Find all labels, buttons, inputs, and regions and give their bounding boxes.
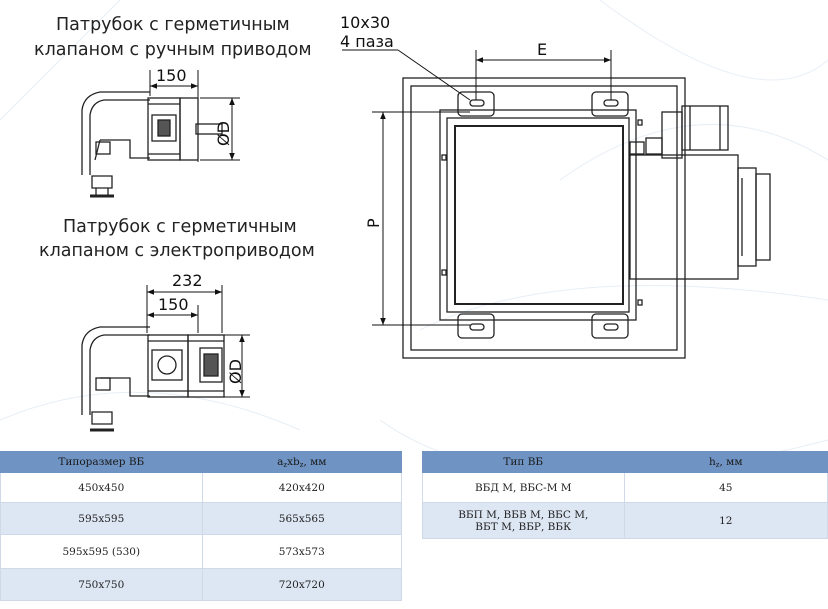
manual-length-label: 150 — [156, 66, 187, 85]
size-cell: 450x450 — [0, 472, 203, 503]
table-row: 595x595 565x565 — [0, 502, 403, 535]
table-row: ВБД М, ВБС-М М 45 — [422, 472, 828, 503]
electric-diameter-label: ØD — [226, 359, 245, 384]
front-view-drawing — [402, 77, 771, 359]
table-row: 750x750 720x720 — [0, 568, 403, 601]
slots-count-label: 4 паза — [340, 32, 394, 51]
type-table-col-type: Тип ВБ — [422, 451, 625, 473]
size-cell: 595x595 (530) — [0, 534, 203, 569]
manual-valve-caption-line2: клапаном с ручным приводом — [34, 40, 312, 60]
dims-cell: 573x573 — [201, 534, 403, 569]
table-row: ВБП М, ВБВ М, ВБС М, ВБТ М, ВБР, ВБК 12 — [422, 502, 828, 539]
size-cell: 595x595 — [0, 502, 203, 535]
table-row: 595x595 (530) 573x573 — [0, 534, 403, 569]
electric-valve-drawing — [81, 326, 225, 432]
p-dimension-label: P — [364, 218, 383, 228]
dims-cell: 420x420 — [201, 472, 403, 503]
electric-length-label: 150 — [158, 295, 189, 314]
front-view-dimensions — [342, 49, 612, 326]
size-table-header: Типоразмер ВБ azxbz, мм — [0, 451, 403, 473]
type-cell: ВБД М, ВБС-М М — [422, 472, 625, 503]
electric-valve-caption-line1: Патрубок с герметичным — [63, 217, 297, 237]
dims-cell: 565x565 — [201, 502, 403, 535]
value-cell: 12 — [623, 502, 828, 539]
dims-cell: 720x720 — [201, 568, 403, 601]
size-cell: 750x750 — [0, 568, 203, 601]
manual-dimensions — [149, 70, 240, 161]
manual-diameter-label: ØD — [214, 121, 233, 146]
e-dimension-label: E — [537, 40, 548, 59]
manual-valve-caption-line1: Патрубок с герметичным — [56, 15, 290, 35]
size-table: Типоразмер ВБ azxbz, мм 450x450 420x420 … — [0, 451, 403, 601]
electric-valve-caption-line2: клапаном с электроприводом — [39, 241, 315, 261]
table-row: 450x450 420x420 — [0, 472, 403, 503]
type-cell: ВБП М, ВБВ М, ВБС М, ВБТ М, ВБР, ВБК — [422, 502, 625, 539]
size-table-col-size: Типоразмер ВБ — [0, 451, 203, 473]
type-table-header: Тип ВБ hz, мм — [422, 451, 828, 473]
value-cell: 45 — [623, 472, 828, 503]
size-table-col-dims: azxbz, мм — [201, 451, 403, 473]
electric-total-label: 232 — [172, 271, 203, 290]
manual-valve-drawing — [81, 91, 223, 198]
slots-size-label: 10x30 — [340, 13, 391, 32]
electric-dimensions — [146, 285, 250, 398]
type-table-col-height: hz, мм — [623, 451, 828, 473]
type-table: Тип ВБ hz, мм ВБД М, ВБС-М М 45 ВБП М, В… — [422, 451, 828, 539]
